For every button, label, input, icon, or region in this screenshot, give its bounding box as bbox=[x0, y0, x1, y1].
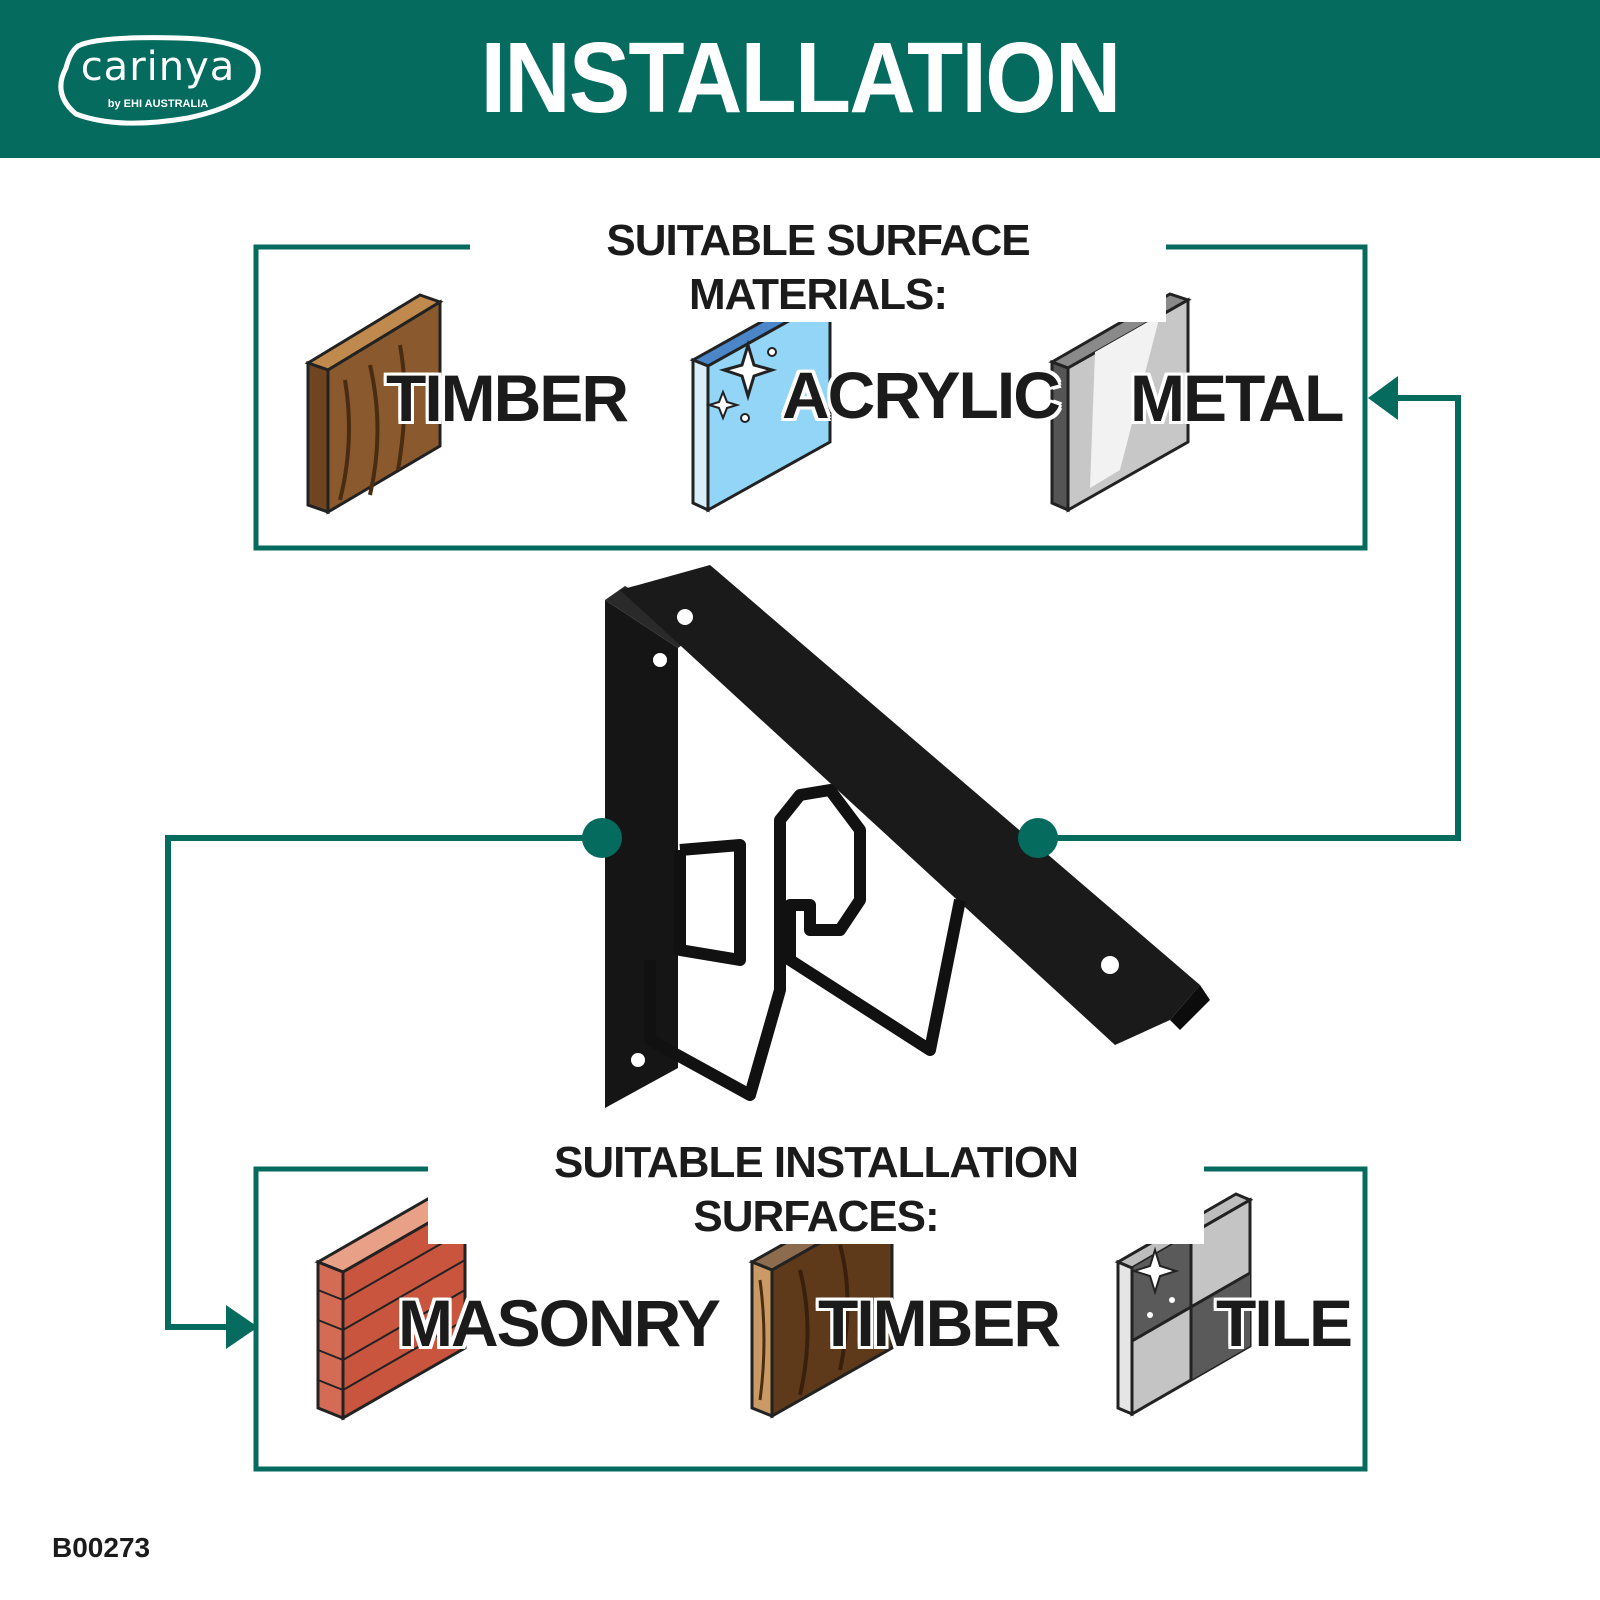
label-timber-material: TIMBER bbox=[386, 361, 629, 435]
brand-subtitle: by EHI AUSTRALIA bbox=[107, 98, 209, 110]
brand-logo: carinya by EHI AUSTRALIA bbox=[58, 34, 268, 126]
product-code: B00273 bbox=[52, 1532, 151, 1563]
logo-badge-icon bbox=[58, 35, 261, 126]
arrow-to-materials-icon bbox=[1368, 376, 1398, 420]
surfaces-heading: SUITABLE INSTALLATION SURFACES: bbox=[428, 1136, 1204, 1244]
label-masonry: MASONRY bbox=[398, 1286, 721, 1360]
connector-dot-left bbox=[582, 818, 622, 858]
shelf-bracket-image bbox=[605, 565, 1210, 1108]
arrow-to-surfaces-icon bbox=[226, 1305, 258, 1349]
brand-name: carinya bbox=[80, 44, 236, 90]
label-tile: TILE bbox=[1216, 1286, 1353, 1360]
label-timber-surface: TIMBER bbox=[818, 1286, 1061, 1360]
timber-block-icon bbox=[304, 293, 444, 515]
connector-left bbox=[165, 835, 602, 1330]
label-metal: METAL bbox=[1130, 361, 1344, 435]
page-title: INSTALLATION bbox=[480, 22, 1122, 134]
connector-dot-right bbox=[1018, 818, 1058, 858]
materials-heading: SUITABLE SURFACE MATERIALS: bbox=[470, 214, 1166, 322]
brick-wall-icon bbox=[314, 1190, 469, 1421]
connector-right bbox=[1038, 395, 1461, 841]
label-acrylic: ACRYLIC bbox=[782, 358, 1061, 432]
header-banner: carinya by EHI AUSTRALIA INSTALLATION bbox=[0, 0, 1600, 158]
